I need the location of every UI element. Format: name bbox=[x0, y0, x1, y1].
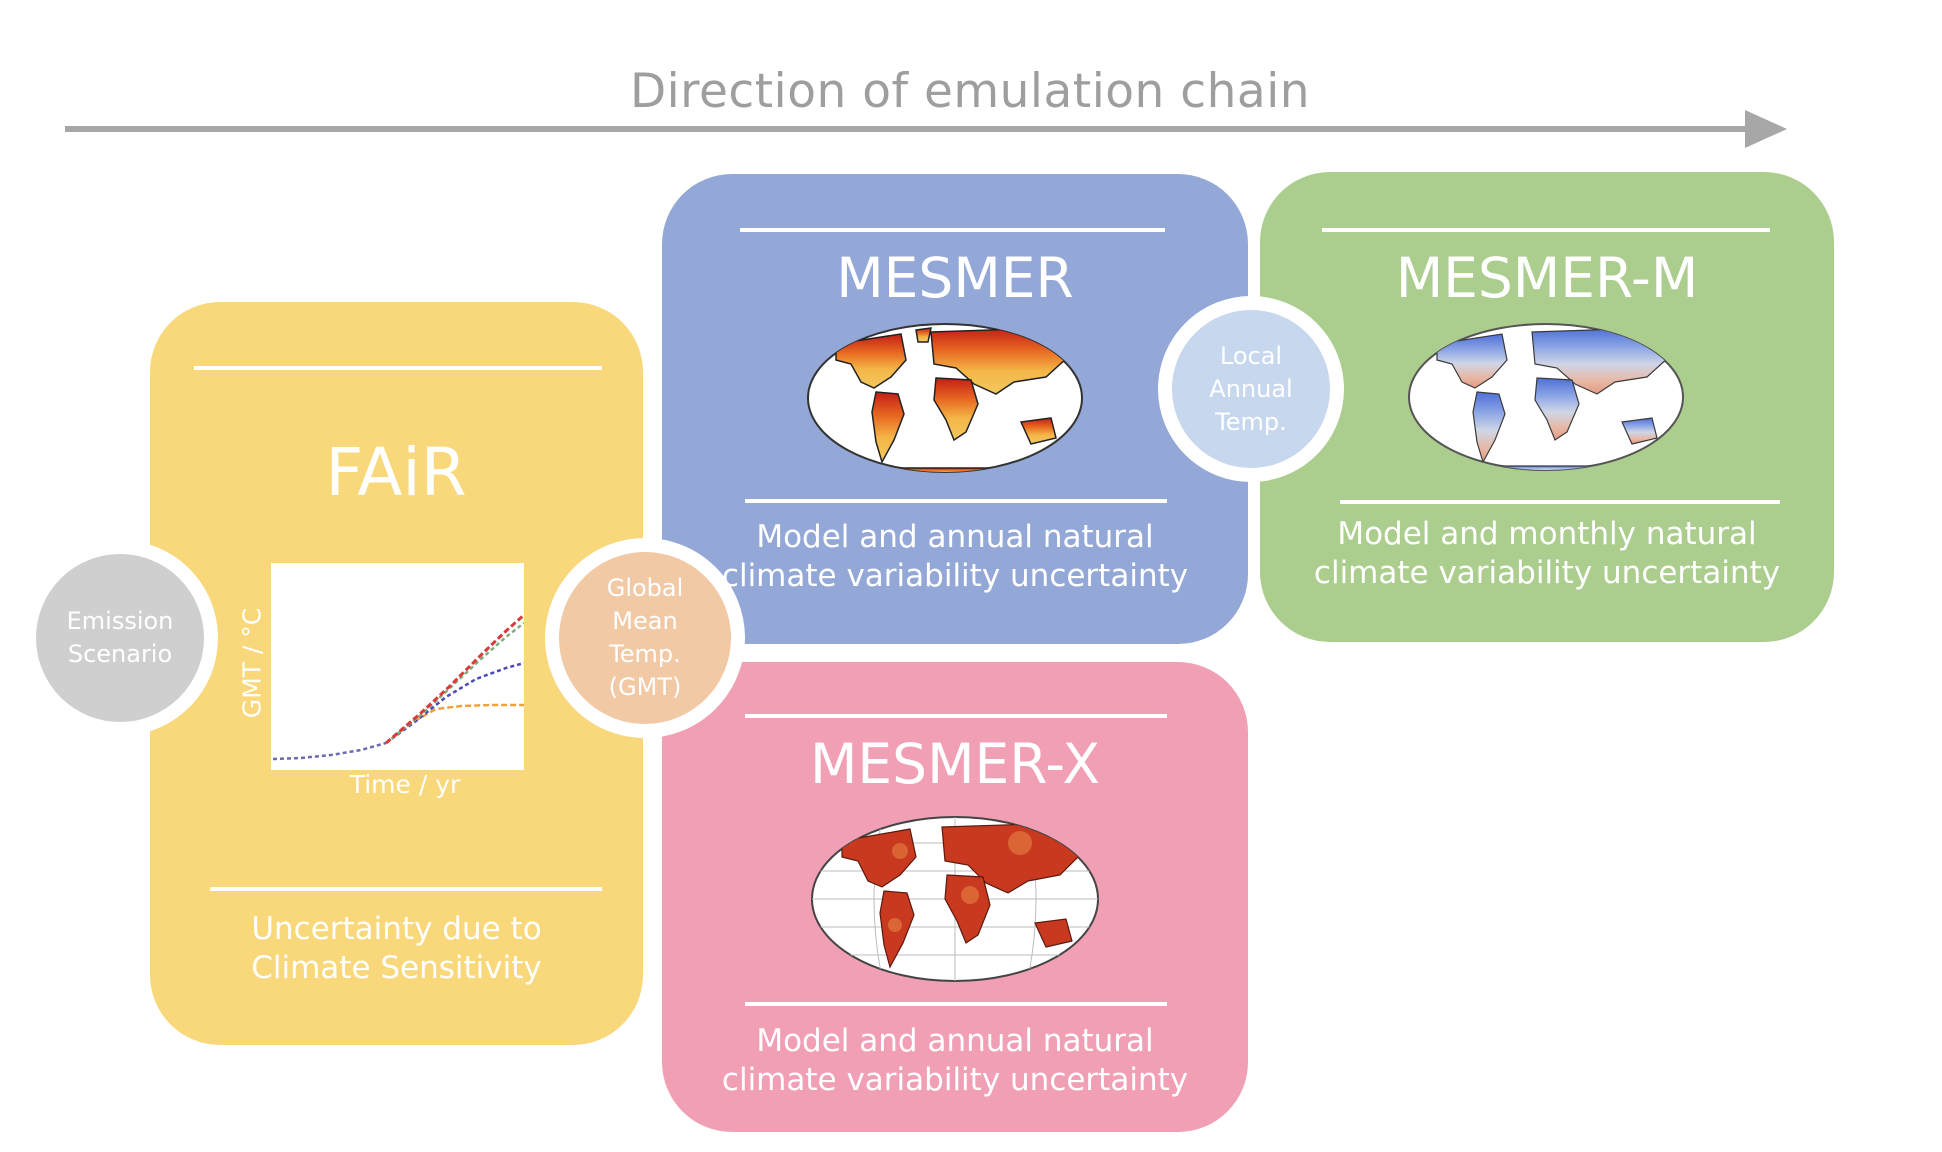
gmt-label-line-4: (GMT) bbox=[608, 673, 682, 701]
gmt-circle: Global Mean Temp. (GMT) bbox=[545, 538, 745, 738]
mesmer-m-caption-line-1: Model and monthly natural bbox=[1337, 516, 1757, 552]
mesmer-top-rule bbox=[740, 228, 1165, 232]
mesmer-x-caption-line-2: climate variability uncertainty bbox=[721, 1062, 1189, 1098]
mesmer-x-top-rule bbox=[745, 714, 1167, 718]
fair-series-red bbox=[385, 613, 524, 745]
fair-plot-xlabel: Time / yr bbox=[349, 770, 461, 799]
mesmer-m-caption: Model and monthly natural climate variab… bbox=[1292, 515, 1802, 593]
mesmer-title: MESMER bbox=[836, 246, 1074, 310]
mesmer-x-caption: Model and annual natural climate variabi… bbox=[700, 1022, 1210, 1100]
fair-caption: Uncertainty due to Climate Sensitivity bbox=[175, 910, 618, 988]
gmt-label-line-2: Mean bbox=[612, 607, 678, 635]
mesmer-bottom-rule bbox=[745, 499, 1167, 503]
mesmer-m-caption-line-2: climate variability uncertainty bbox=[1313, 555, 1781, 591]
mesmer-x-title: MESMER-X bbox=[809, 732, 1101, 796]
mesmer-x-map-icon bbox=[811, 816, 1099, 982]
local-label-line-3: Temp. bbox=[1215, 407, 1287, 436]
mesmer-m-bottom-rule bbox=[1340, 500, 1780, 504]
fair-caption-line-1: Uncertainty due to bbox=[251, 911, 542, 947]
chain-arrow-head-icon bbox=[1745, 110, 1787, 148]
local-label-line-1: Local bbox=[1219, 341, 1283, 370]
mesmer-map-icon bbox=[807, 323, 1083, 473]
mesmer-m-title: MESMER-M bbox=[1395, 246, 1699, 310]
chain-arrow-line bbox=[65, 126, 1755, 132]
gmt-label-line-1: Global bbox=[606, 574, 684, 602]
mesmer-caption-line-1: Model and annual natural bbox=[756, 519, 1154, 555]
fair-series-history bbox=[272, 741, 387, 761]
fair-plot bbox=[271, 563, 524, 770]
fair-title: FAiR bbox=[325, 434, 467, 511]
fair-bottom-rule bbox=[210, 887, 602, 891]
emission-label-line-1: Emission bbox=[66, 607, 174, 635]
emission-scenario-circle: Emission Scenario bbox=[22, 540, 218, 736]
fair-series-purple bbox=[385, 661, 524, 745]
fair-top-rule bbox=[194, 366, 602, 370]
local-label-line-2: Annual bbox=[1209, 374, 1293, 403]
fair-plot-svg bbox=[272, 613, 524, 761]
fair-caption-line-2: Climate Sensitivity bbox=[251, 950, 542, 986]
mesmer-x-bottom-rule bbox=[745, 1002, 1167, 1006]
chain-direction-label: Direction of emulation chain bbox=[629, 64, 1311, 119]
mesmer-x-caption-line-1: Model and annual natural bbox=[756, 1023, 1154, 1059]
fair-plot-ylabel: GMT / °C bbox=[237, 607, 267, 719]
mesmer-caption-line-2: climate variability uncertainty bbox=[721, 558, 1189, 594]
local-annual-temp-circle: Local Annual Temp. bbox=[1158, 296, 1344, 482]
mesmer-m-top-rule bbox=[1322, 228, 1770, 232]
fair-series-orange bbox=[385, 703, 524, 744]
emission-label-line-2: Scenario bbox=[67, 640, 173, 668]
mesmer-m-map-icon bbox=[1408, 323, 1684, 471]
mesmer-caption: Model and annual natural climate variabi… bbox=[690, 518, 1220, 596]
gmt-label-line-3: Temp. bbox=[609, 640, 681, 668]
